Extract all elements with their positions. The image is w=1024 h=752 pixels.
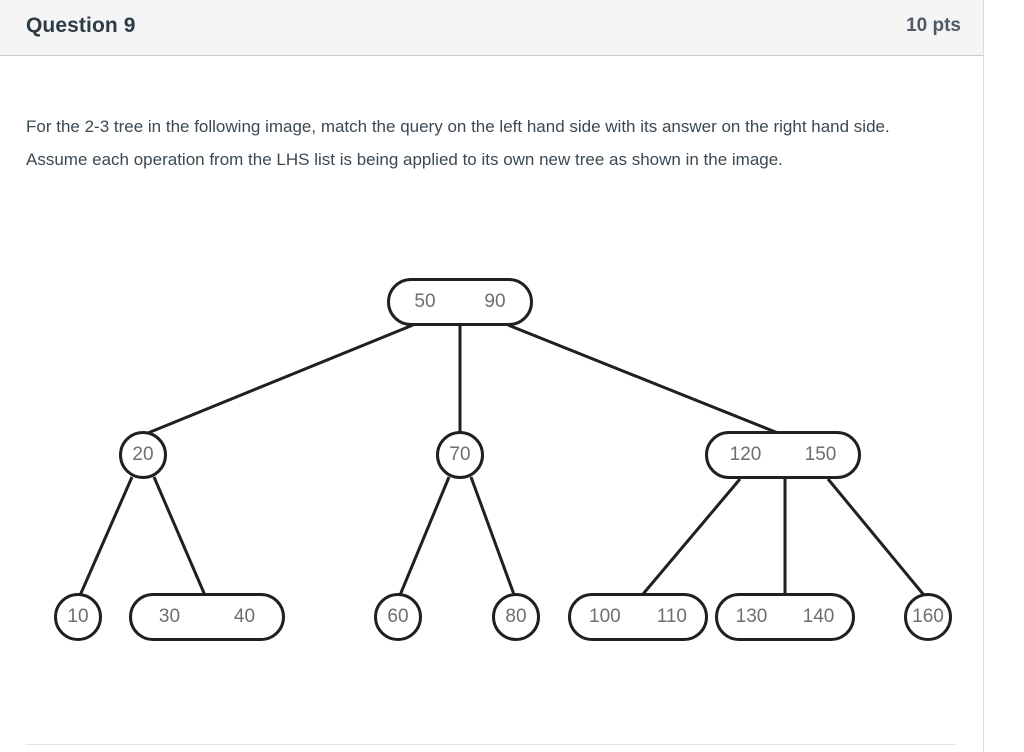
tree-node-root: 50 90 (387, 278, 533, 326)
node-key: 30 (158, 606, 181, 627)
node-key: 70 (449, 444, 471, 465)
node-key: 110 (656, 606, 687, 627)
node-key: 130 (735, 606, 768, 627)
question-prompt: For the 2-3 tree in the following image,… (26, 117, 890, 169)
node-key: 140 (802, 606, 835, 627)
tree-edges (76, 323, 930, 601)
tree-diagram: 50 90 20 70 120 150 10 30 40 60 80 100 (0, 255, 983, 675)
node-key: 80 (505, 606, 527, 627)
tree-node-70: 70 (436, 431, 484, 479)
tree-leaf-60: 60 (374, 593, 422, 641)
tree-leaf-10: 10 (54, 593, 102, 641)
node-key: 60 (387, 606, 409, 627)
tree-node-20: 20 (119, 431, 167, 479)
node-key: 120 (729, 444, 762, 465)
page-title: Question 9 (26, 14, 136, 37)
tree-leaf-30-40: 30 40 (129, 593, 285, 641)
node-key: 10 (67, 606, 89, 627)
question-header: Question 9 10 pts (0, 0, 983, 56)
node-key: 90 (484, 291, 506, 312)
tree-leaf-100-110: 100 110 (568, 593, 708, 641)
bottom-divider (26, 744, 956, 745)
points-badge: 10 pts (906, 15, 961, 36)
node-key: 160 (912, 606, 944, 627)
node-key: 100 (589, 606, 621, 627)
tree-leaf-160: 160 (904, 593, 952, 641)
node-key: 50 (414, 291, 436, 312)
tree-leaf-130-140: 130 140 (715, 593, 855, 641)
tree-leaf-80: 80 (492, 593, 540, 641)
node-key: 150 (804, 444, 837, 465)
question-page: Question 9 10 pts For the 2-3 tree in th… (0, 0, 984, 752)
tree-node-120-150: 120 150 (705, 431, 861, 479)
node-key: 40 (233, 606, 256, 627)
node-key: 20 (132, 444, 154, 465)
